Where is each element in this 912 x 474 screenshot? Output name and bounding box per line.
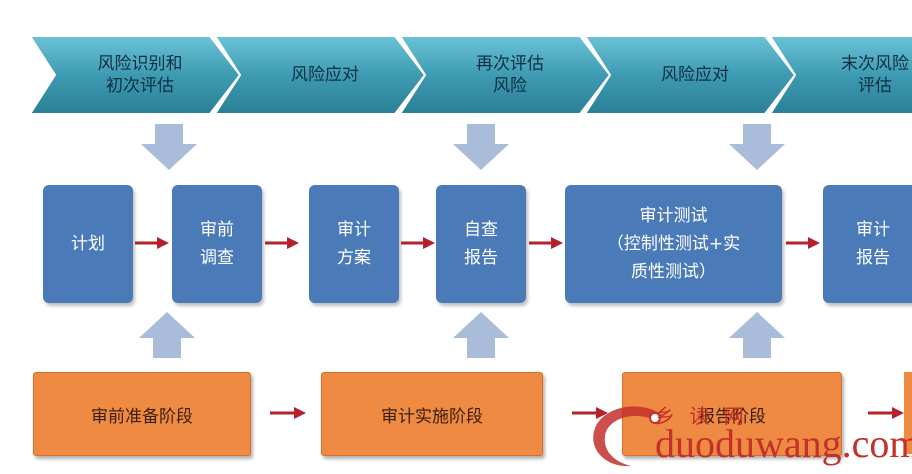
chevron-label: 风险识别和 初次评估 [97,54,183,96]
chevron-label: 末次风险 评估 [841,54,909,96]
chevron-risk-identification: 风险识别和 初次评估 [28,35,242,115]
up-arrow-icon [453,312,509,358]
up-arrow-icon [729,312,785,358]
phase-box-partial [904,372,912,454]
flow-arrow-icon [529,237,563,249]
flow-arrow-icon [868,407,904,419]
chevron-label: 风险应对 [661,65,729,85]
chevron-label: 再次评估 风险 [476,54,544,96]
watermark-chinese-text: 乡 读 网 [655,404,748,428]
flow-arrow-icon [135,237,169,249]
flow-arrow-icon [786,237,820,249]
process-box-audit-report: 审计 报告 [823,185,912,303]
watermark-logo-icon [593,406,663,467]
watermark-url-text: duoduwang.com [655,421,912,466]
process-box-plan: 计划 [43,185,133,303]
chevron-risk-response-1: 风险应对 [213,35,427,115]
chevron-reassess-risk: 再次评估 风险 [398,35,612,115]
chevron-final-assessment: 末次风险 评估 [770,36,912,114]
phase-box-preparation: 审前准备阶段 [33,372,251,456]
process-box-self-check-report: 自查 报告 [436,185,526,303]
down-arrow-icon [729,124,785,170]
chevron-risk-response-2: 风险应对 [583,35,797,115]
process-box-audit-plan: 审计 方案 [309,185,399,303]
chevron-label: 风险应对 [291,65,359,85]
flow-arrow-icon [265,237,299,249]
phase-box-implementation: 审计实施阶段 [321,372,543,456]
flow-arrow-icon [572,407,608,419]
flow-arrow-icon [401,237,435,249]
flow-arrow-icon [270,407,306,419]
process-box-audit-testing: 审计测试 （控制性测试+实 质性测试） [565,185,782,303]
up-arrow-icon [139,312,195,358]
process-box-pre-investigation: 审前 调查 [172,185,262,303]
down-arrow-icon [141,124,197,170]
down-arrow-icon [453,124,509,170]
